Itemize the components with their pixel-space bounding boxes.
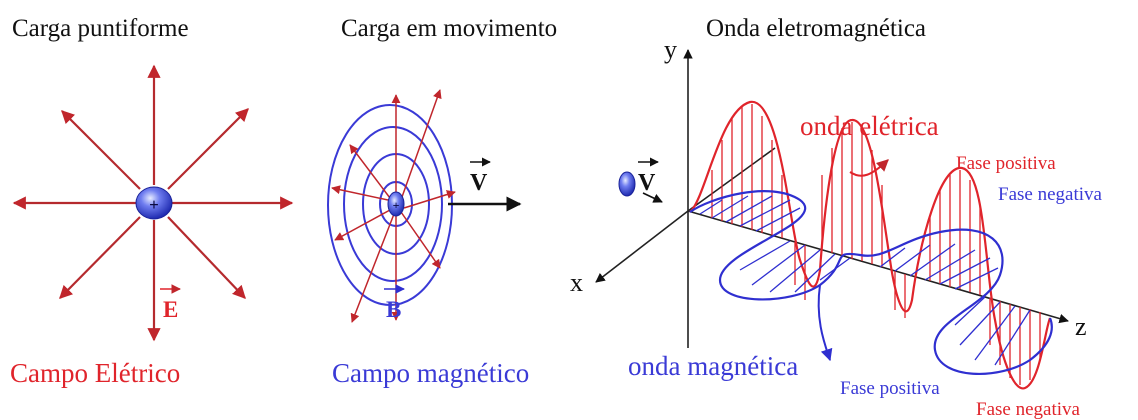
magnetic-wave-tail — [817, 284, 833, 362]
e-vector-label: E — [160, 284, 181, 322]
point-charge-panel: Carga puntiforme + E Campo Elétrico — [10, 15, 294, 388]
field-arrow-down-left — [59, 216, 141, 299]
field-arrow-up-right — [167, 108, 249, 190]
moving-charge-title: Carga em movimento — [341, 15, 557, 42]
moving-charge-sign: + — [393, 198, 400, 212]
velocity-label: V — [470, 170, 488, 196]
electric-field-lines — [12, 64, 294, 342]
electric-negative-phase-label: Fase negativa — [976, 399, 1081, 420]
coordinate-axes — [595, 49, 1069, 348]
charge-sign: + — [149, 195, 159, 214]
em-wave-panel: Onda eletromagnética y x z — [570, 15, 1103, 420]
electric-label-pointer — [849, 159, 889, 177]
x-axis-label: x — [570, 268, 583, 297]
electric-wave-label: onda elétrica — [800, 111, 939, 141]
magnetic-wave-label: onda magnética — [628, 351, 798, 381]
magnetic-positive-phase-label: Fase positiva — [840, 378, 940, 399]
z-axis-label: z — [1075, 312, 1087, 341]
magnetic-negative-phase-label: Fase negativa — [998, 184, 1103, 205]
wave-charge: V — [618, 157, 663, 203]
wave-velocity-label: V — [638, 170, 656, 196]
moving-charge: + — [387, 191, 405, 217]
magnetic-wave-curve — [689, 190, 1053, 375]
electric-wave — [689, 100, 1052, 390]
velocity-vector: V — [448, 157, 522, 212]
e-label-text: E — [163, 297, 178, 322]
magnetic-wave — [689, 190, 1053, 375]
z-axis — [687, 210, 1069, 324]
electric-positive-phase-label: Fase positiva — [956, 153, 1056, 174]
field-arrow-down-right — [167, 216, 246, 299]
magnetic-field-caption: Campo magnético — [332, 358, 529, 388]
em-wave-title: Onda eletromagnética — [706, 15, 926, 42]
y-axis-label: y — [664, 35, 677, 64]
b-label-text: B — [386, 297, 401, 322]
b-vector-label: B — [384, 284, 405, 322]
point-charge-title: Carga puntiforme — [12, 15, 189, 42]
electric-field-caption: Campo Elétrico — [10, 358, 180, 388]
electric-wave-curve — [689, 100, 1052, 390]
electric-wave-hatching — [711, 104, 1041, 385]
x-axis — [595, 210, 689, 283]
field-arrow-up-left — [61, 110, 141, 190]
radial-field-arrows — [331, 89, 456, 323]
point-charge: + — [135, 186, 173, 220]
moving-charge-panel: Carga em movimento + V — [327, 15, 557, 388]
